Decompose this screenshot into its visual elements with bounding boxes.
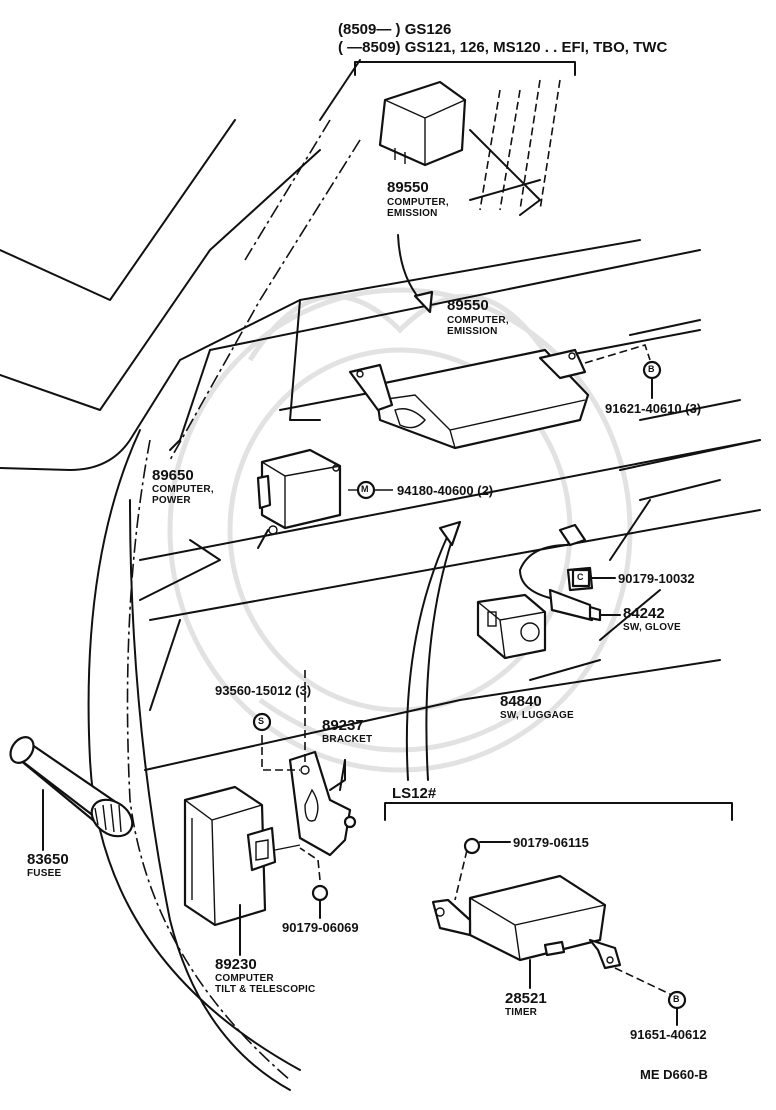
nut-symbol-m-icon	[348, 480, 393, 500]
arrow-up-icon	[405, 534, 449, 781]
fastener-93560: 93560-15012 (3)	[215, 683, 312, 698]
part-number-84242: 84242	[623, 605, 665, 622]
variant-ls12-label: LS12#	[392, 785, 437, 802]
fastener-90179-06069: 90179-06069	[282, 920, 359, 935]
part-name-89650-2: POWER	[152, 495, 191, 506]
part-name-84840: SW, LUGGAGE	[500, 710, 574, 721]
part-number-84840: 84840	[500, 693, 542, 710]
part-number-89230: 89230	[215, 956, 257, 973]
part-number-28521: 28521	[505, 990, 547, 1007]
timer-drawing	[431, 849, 673, 996]
diagram-reference: ME D660-B	[640, 1067, 708, 1082]
nut-drawing	[299, 847, 329, 902]
fastener-90179-06115: 90179-06115	[513, 835, 589, 850]
bolt-symbol-b-label: B	[648, 364, 655, 374]
part-name-83650: FUSEE	[27, 868, 62, 879]
part-name-89230-2: TILT & TELESCOPIC	[215, 984, 316, 995]
part-name-84242: SW, GLOVE	[623, 622, 681, 633]
bracket-drawing	[261, 670, 357, 857]
screw-symbol-s-icon	[252, 712, 272, 732]
part-name-89550-top-2: EMISSION	[387, 208, 438, 219]
luggage-switch-drawing	[476, 593, 547, 660]
part-name-89550-2: EMISSION	[447, 326, 498, 337]
computer-power-drawing	[256, 448, 342, 535]
car-body-outline	[0, 59, 761, 1091]
part-name-89237: BRACKET	[322, 734, 373, 745]
screw-drawing	[463, 837, 481, 855]
computer-emission-top-drawing	[378, 80, 467, 167]
fastener-91651: 91651-40612	[630, 1027, 707, 1042]
part-number-89650: 89650	[152, 467, 194, 484]
computer-emission-drawing	[348, 344, 651, 450]
part-number-89550-top: 89550	[387, 179, 429, 196]
part-name-89650-1: COMPUTER,	[152, 484, 214, 495]
header-line-2: ( —8509) GS121, 126, MS120 . . EFI, TBO,…	[338, 39, 668, 56]
part-name-89230-1: COMPUTER	[215, 973, 274, 984]
ls12-bracket	[384, 802, 733, 821]
fusee-drawing	[9, 736, 134, 838]
arrow-head-icon	[413, 290, 434, 314]
part-number-89550: 89550	[447, 297, 489, 314]
part-number-83650: 83650	[27, 851, 69, 868]
fastener-91621: 91621-40610 (3)	[605, 401, 702, 416]
clip-symbol-c-label: C	[577, 572, 584, 582]
bracket-leader	[329, 759, 346, 791]
header-line-1: (8509— ) GS126	[338, 21, 452, 38]
part-name-28521: TIMER	[505, 1007, 538, 1018]
bracket-leader-2	[339, 759, 346, 791]
screw-symbol-s-label: S	[258, 716, 265, 726]
computer-tilt-drawing	[183, 785, 301, 927]
header-bracket	[354, 61, 576, 76]
luggage-leader	[529, 659, 601, 681]
part-name-89550-top-1: COMPUTER,	[387, 197, 449, 208]
fastener-90179-10032: 90179-10032	[618, 571, 695, 586]
nut-symbol-m-label: M	[361, 484, 369, 494]
part-name-89550-1: COMPUTER,	[447, 315, 509, 326]
fastener-94180: 94180-40600 (2)	[397, 483, 494, 498]
power-leader	[257, 529, 269, 549]
part-number-89237: 89237	[322, 717, 364, 734]
bolt-symbol-b-timer-label: B	[673, 994, 680, 1004]
